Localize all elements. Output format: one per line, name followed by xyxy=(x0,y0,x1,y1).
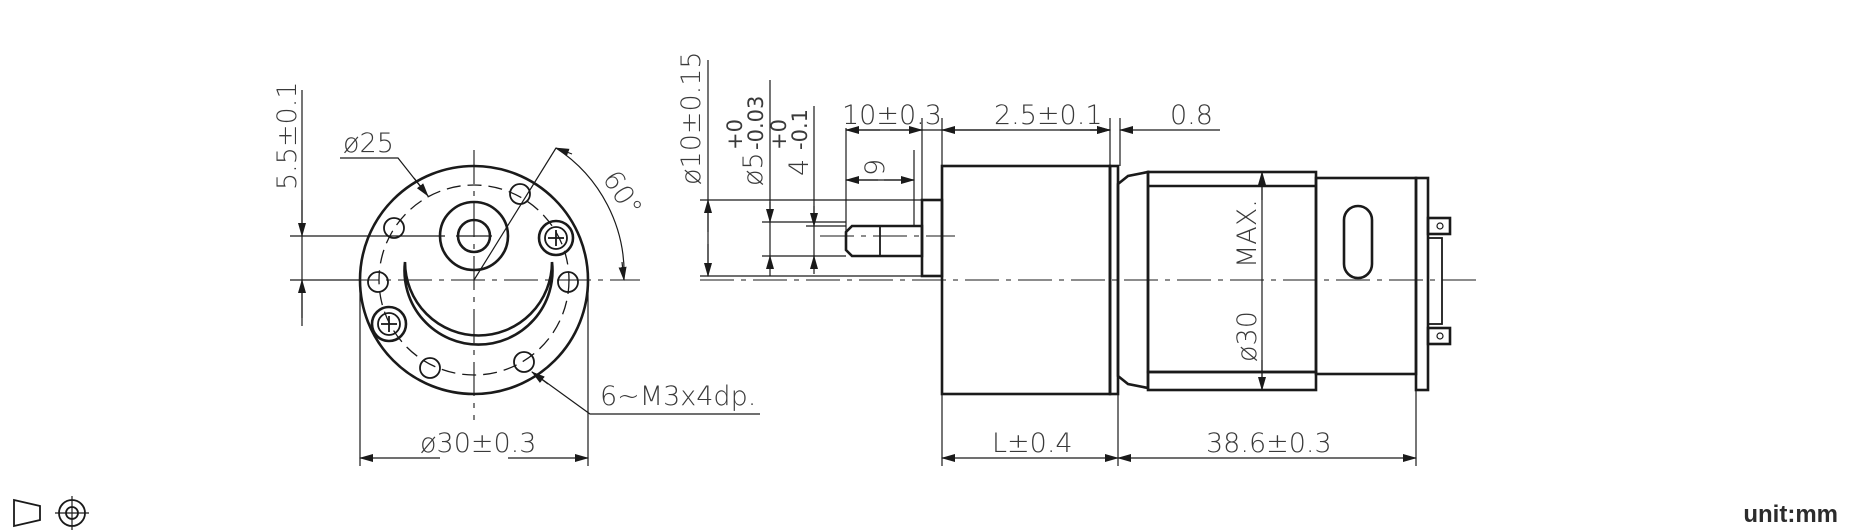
dim-gearbox-length: L±0.4 xyxy=(992,428,1073,459)
output-shaft xyxy=(844,224,924,258)
screw-icon xyxy=(537,219,575,257)
terminal-tab xyxy=(1426,326,1452,346)
dim-height-offset: 5.5±0.1 xyxy=(272,81,303,190)
dim-flat-length: 9 xyxy=(860,159,891,176)
end-plate xyxy=(1414,176,1430,392)
dim-inner-circle: ø25 xyxy=(343,128,394,159)
dim-angle: 60° xyxy=(596,165,648,222)
arrow xyxy=(531,371,549,385)
terminal-block xyxy=(1427,237,1443,325)
arrow xyxy=(555,147,573,157)
leader-mount-holes xyxy=(531,371,760,415)
angle-arc xyxy=(555,147,625,281)
mount-hole xyxy=(557,271,579,293)
terminal-tab xyxy=(1426,216,1452,236)
mount-hole xyxy=(513,351,535,373)
leader-inner-circle xyxy=(340,157,429,197)
dim-shaft-length: 10±0.3 xyxy=(842,100,942,131)
dim-outer-diameter: ø30±0.3 xyxy=(420,428,536,459)
terminal-hole xyxy=(1436,222,1444,230)
dim-shaft-dia-5-upper: +0 xyxy=(723,119,747,150)
brush-window xyxy=(1342,204,1374,280)
arrow xyxy=(413,177,429,197)
mount-hole xyxy=(383,217,405,239)
dim-flat-4-lower: -0.1 xyxy=(788,109,812,150)
dim-motor-max: MAX. xyxy=(1232,199,1263,268)
dim-flat-4: 4 xyxy=(784,159,815,176)
front-view: 5.5±0.1 ø25 60° 6~M3x4dp. ø30±0.3 xyxy=(272,81,760,466)
dim-shaft-dia-5-lower: -0.03 xyxy=(744,96,768,150)
motor-band xyxy=(1146,370,1318,392)
hole-pitch-circle xyxy=(378,184,570,376)
terminal-hole xyxy=(1436,332,1444,340)
unit-label: unit:mm xyxy=(1743,501,1838,528)
side-view: ø10±0.15 ø5 +0 -0.03 4 +0 -0.1 10±0.3 9 xyxy=(676,51,1478,466)
gearbox-boss xyxy=(920,198,944,278)
mount-hole xyxy=(367,271,389,293)
dim-shaft-dia-10: ø10±0.15 xyxy=(676,51,707,185)
screw-icon xyxy=(370,305,408,343)
dim-flat-4-upper: +0 xyxy=(767,119,791,150)
dim-gap: 0.8 xyxy=(1170,100,1213,131)
mount-hole xyxy=(509,183,531,205)
first-angle-projection-icon xyxy=(13,496,89,530)
dim-motor-dia: ø30 xyxy=(1232,311,1263,362)
crescent-cutout xyxy=(403,261,554,346)
dim-shaft-dia-5: ø5 xyxy=(738,152,769,186)
arrow xyxy=(618,261,627,281)
dim-mount-holes: 6~M3x4dp. xyxy=(600,381,756,412)
mount-hole xyxy=(419,357,441,379)
dim-boss-length: 2.5±0.1 xyxy=(994,100,1103,131)
dim-motor-length: 38.6±0.3 xyxy=(1206,428,1332,459)
angle-ray xyxy=(473,147,557,281)
